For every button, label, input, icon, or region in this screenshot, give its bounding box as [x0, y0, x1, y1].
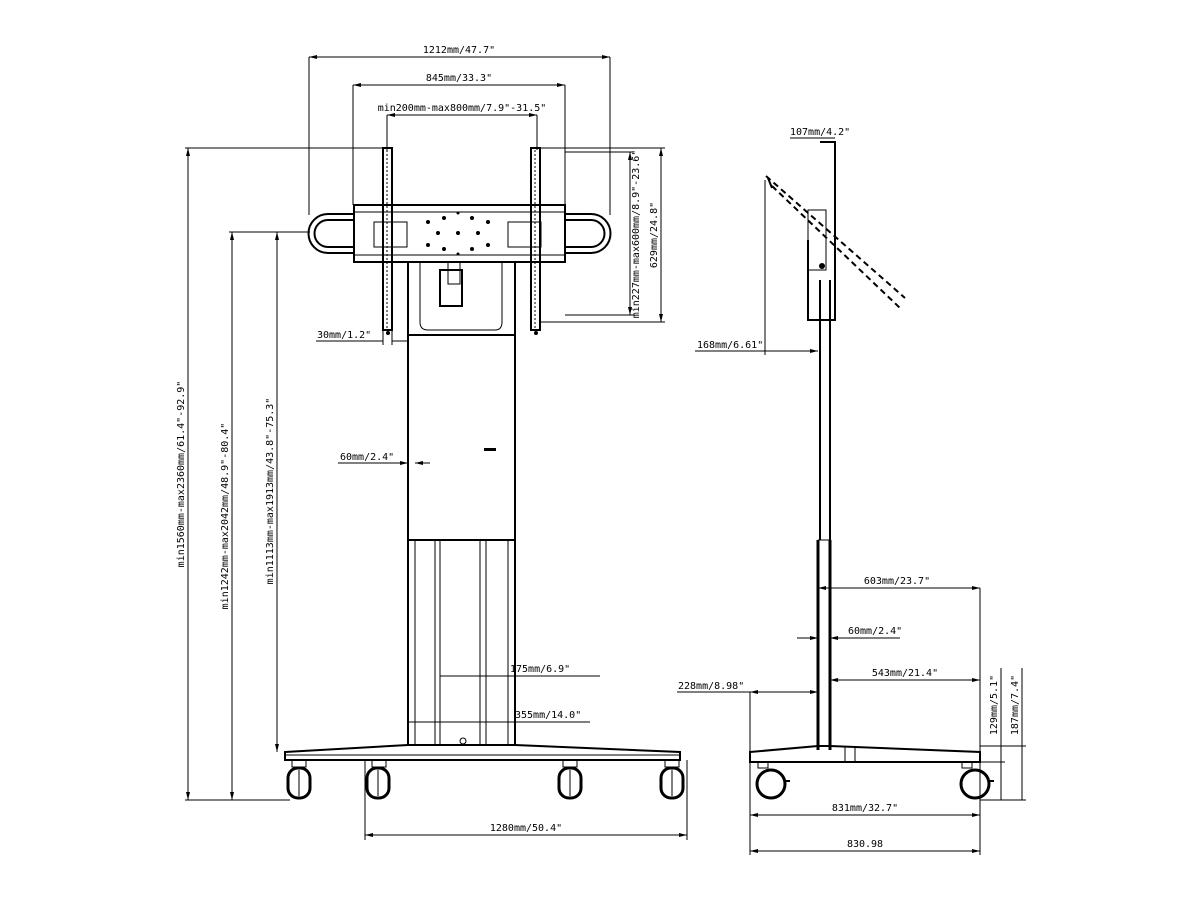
bracket-depth-label: 30mm/1.2" — [317, 330, 371, 341]
overall-width-label: 1212mm/47.7" — [423, 45, 495, 56]
column-width-label: 60mm/2.4" — [340, 452, 394, 463]
base-height-label: 129mm/5.1" — [989, 675, 1000, 735]
base-depth-front-label: 603mm/23.7" — [864, 576, 930, 587]
vesa-width-label: min200mm-max800mm/7.9"-31.5" — [378, 103, 547, 114]
base-width-label: 1280mm/50.4" — [490, 823, 562, 834]
side-base — [749, 745, 994, 800]
bracket-width-label: 845mm/33.3" — [426, 73, 492, 84]
base-depth-exact-label: 830.98 — [847, 839, 883, 850]
rear-offset-label: 228mm/8.98" — [678, 681, 744, 692]
leg-inner-label: 175mm/6.9" — [510, 664, 570, 675]
base — [284, 737, 681, 761]
dimension-lines — [185, 55, 688, 840]
side-dimension-lines — [677, 137, 1026, 855]
base-total-height-label: 187mm/7.4" — [1010, 675, 1021, 735]
column — [407, 261, 516, 745]
base-depth-label: 831mm/32.7" — [832, 803, 898, 814]
right-handle — [565, 213, 612, 254]
front-view: 1212mm/47.7" 845mm/33.3" min200mm-max800… — [176, 45, 688, 840]
vesa-height-label: min227mm-max600mm/8.9"-23.6" — [631, 150, 642, 319]
side-view: 107mm/4.2" 168mm/6.61" 603mm/23.7" 60mm/… — [677, 127, 1026, 855]
base-depth-rear-label: 543mm/21.4" — [872, 668, 938, 679]
center-height-1-label: min1242mm-max2042mm/48.9"-80.4" — [220, 423, 231, 610]
leg-outer-label: 355mm/14.0" — [515, 710, 581, 721]
casters — [286, 759, 685, 800]
side-column — [816, 280, 832, 750]
mounting-plate — [353, 204, 566, 263]
total-height-label: min1560mm-max2360mm/61.4"-92.9" — [176, 381, 187, 568]
column-depth-label: 60mm/2.4" — [848, 626, 902, 637]
center-height-2-label: min1113mm-max1913mm/43.8"-75.3" — [265, 398, 276, 585]
mount-offset-label: 168mm/6.61" — [697, 340, 763, 351]
screen-offset-label: 107mm/4.2" — [790, 127, 850, 138]
left-handle — [307, 213, 354, 254]
bracket-height-label: 629mm/24.8" — [649, 202, 660, 268]
vertical-brackets — [382, 147, 541, 335]
screen-and-mount — [765, 141, 906, 321]
